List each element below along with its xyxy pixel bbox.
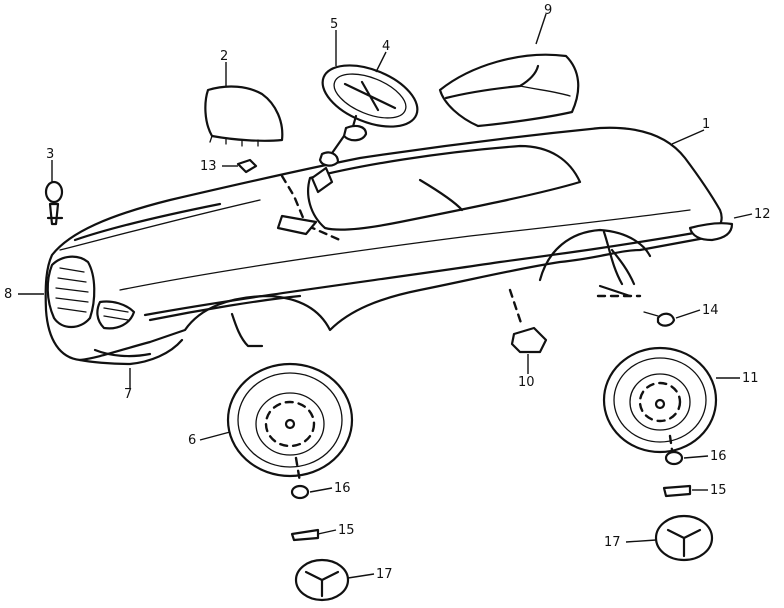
label-part-5: 5	[330, 17, 338, 32]
steering-wheel	[318, 64, 419, 167]
windshield	[204, 85, 284, 147]
label-part-13: 13	[200, 159, 217, 174]
label-part-7: 7	[124, 387, 132, 402]
label-part-4: 4	[382, 39, 390, 54]
label-part-6: 6	[188, 433, 196, 448]
label-part-15-rear: 15	[710, 483, 727, 498]
fastener-13	[236, 158, 258, 174]
part-labels: 1 2 3 4 5 6 7 8 9 10 11 12 13 14 15 15 1…	[4, 3, 771, 582]
label-part-14: 14	[702, 303, 719, 318]
label-part-17-rear: 17	[604, 535, 621, 550]
label-part-16-rear: 16	[710, 449, 727, 464]
front-hub-stack	[290, 456, 350, 602]
label-part-11: 11	[742, 371, 759, 386]
label-part-3: 3	[46, 147, 54, 162]
label-part-12: 12	[754, 207, 771, 222]
bolt-14	[643, 311, 676, 327]
label-part-8: 8	[4, 287, 12, 302]
label-part-9: 9	[544, 3, 552, 18]
rear-hub-stack	[654, 434, 714, 562]
leader-lines	[18, 13, 753, 579]
front-wheel	[226, 362, 354, 478]
steering-column-dashes	[276, 166, 342, 242]
label-part-16-front: 16	[334, 481, 351, 496]
label-part-15-front: 15	[338, 523, 355, 538]
label-part-10: 10	[518, 375, 535, 390]
rear-wheel	[602, 346, 718, 454]
hood-ornament	[44, 180, 64, 226]
label-part-1: 1	[702, 117, 710, 132]
label-part-17-front: 17	[376, 567, 393, 582]
car-body	[44, 126, 734, 366]
bracket-10	[508, 288, 548, 354]
label-part-2: 2	[220, 49, 228, 64]
seat	[438, 53, 580, 128]
